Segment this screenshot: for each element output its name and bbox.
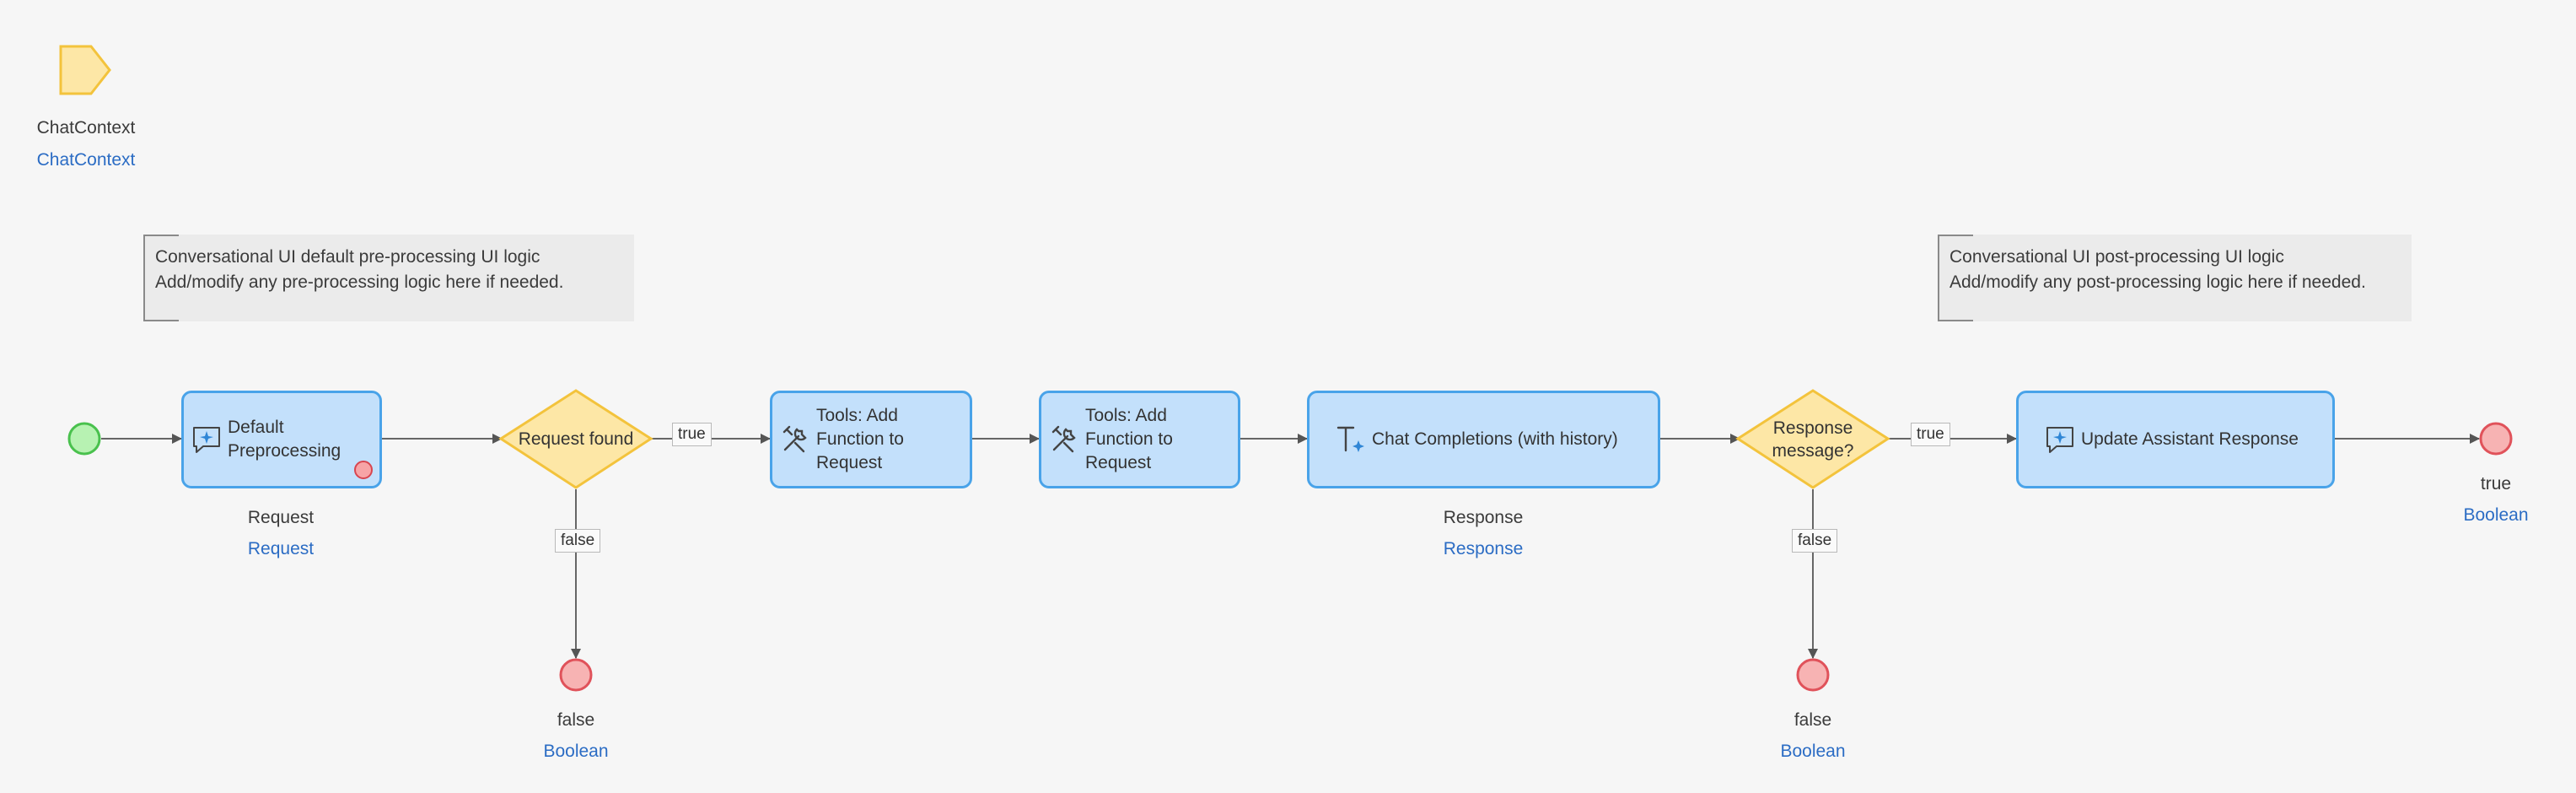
end-false-2-type: Boolean xyxy=(1780,742,1846,761)
end-false-2-value: false xyxy=(1794,710,1832,730)
tools-icon xyxy=(779,423,811,456)
parameter-icon xyxy=(59,45,111,95)
end-false-1-value: false xyxy=(557,710,595,730)
decision-request-found-label: Request found xyxy=(518,429,634,449)
end-event-false-1 xyxy=(559,658,593,692)
start-event xyxy=(67,422,101,456)
flow-label-false-1: false xyxy=(555,529,601,553)
annotation-post-line1: Conversational UI post-processing UI log… xyxy=(1949,247,2284,267)
annotation-pre-processing[interactable]: Conversational UI default pre-processing… xyxy=(143,235,634,321)
activity-update-assistant-response[interactable]: Update Assistant Response xyxy=(2016,391,2335,488)
parameter-type: ChatContext xyxy=(36,150,136,170)
decision-response-message xyxy=(1735,389,1890,489)
chat-output-name: Response xyxy=(1443,508,1524,527)
preprocessing-output-type: Request xyxy=(247,539,315,558)
flow-label-true-1: true xyxy=(672,423,712,446)
chat-output-type: Response xyxy=(1443,539,1524,558)
parameter-name: ChatContext xyxy=(36,118,136,138)
activity-chat-completions[interactable]: Chat Completions (with history) xyxy=(1307,391,1660,488)
annotation-bracket xyxy=(1938,235,1973,321)
activity-default-preprocessing[interactable]: Default Preprocessing xyxy=(181,391,382,488)
chat-sparkle-icon xyxy=(191,423,223,456)
activity-tools-add-function-2[interactable]: Tools: Add Function to Request xyxy=(1039,391,1240,488)
end-true-type: Boolean xyxy=(2463,505,2529,525)
flow-label-false-2: false xyxy=(1792,529,1838,553)
activity-tools-add-function-1[interactable]: Tools: Add Function to Request xyxy=(770,391,972,488)
tools-icon xyxy=(1048,423,1080,456)
activity-default-preprocessing-label: Default Preprocessing xyxy=(228,418,341,461)
decision-request-found xyxy=(498,389,653,489)
activity-tools-add-function-1-label: Tools: Add Function to Request xyxy=(816,406,904,472)
annotation-pre-line2: Add/modify any pre-processing logic here… xyxy=(155,272,564,292)
annotation-post-line2: Add/modify any post-processing logic her… xyxy=(1949,272,2366,292)
chat-sparkle-icon xyxy=(2044,423,2076,456)
text-sparkle-icon xyxy=(1335,423,1367,456)
annotation-pre-line1: Conversational UI default pre-processing… xyxy=(155,247,540,267)
preprocessing-output-name: Request xyxy=(247,508,315,527)
activity-update-assistant-response-label: Update Assistant Response xyxy=(2081,429,2299,449)
flow-label-true-2: true xyxy=(1911,423,1950,446)
decision-response-message-label: Response message? xyxy=(1738,417,1888,462)
end-event-true xyxy=(2479,422,2513,456)
end-event-false-2 xyxy=(1796,658,1830,692)
activity-chat-completions-label: Chat Completions (with history) xyxy=(1372,429,1618,449)
annotation-post-processing[interactable]: Conversational UI post-processing UI log… xyxy=(1938,235,2412,321)
end-true-value: true xyxy=(2480,474,2512,494)
end-false-1-type: Boolean xyxy=(543,742,609,761)
annotation-bracket xyxy=(143,235,179,321)
activity-tools-add-function-2-label: Tools: Add Function to Request xyxy=(1085,406,1173,472)
error-handler-indicator xyxy=(354,461,373,479)
decision-response-message-text: Response message? xyxy=(1772,418,1854,461)
